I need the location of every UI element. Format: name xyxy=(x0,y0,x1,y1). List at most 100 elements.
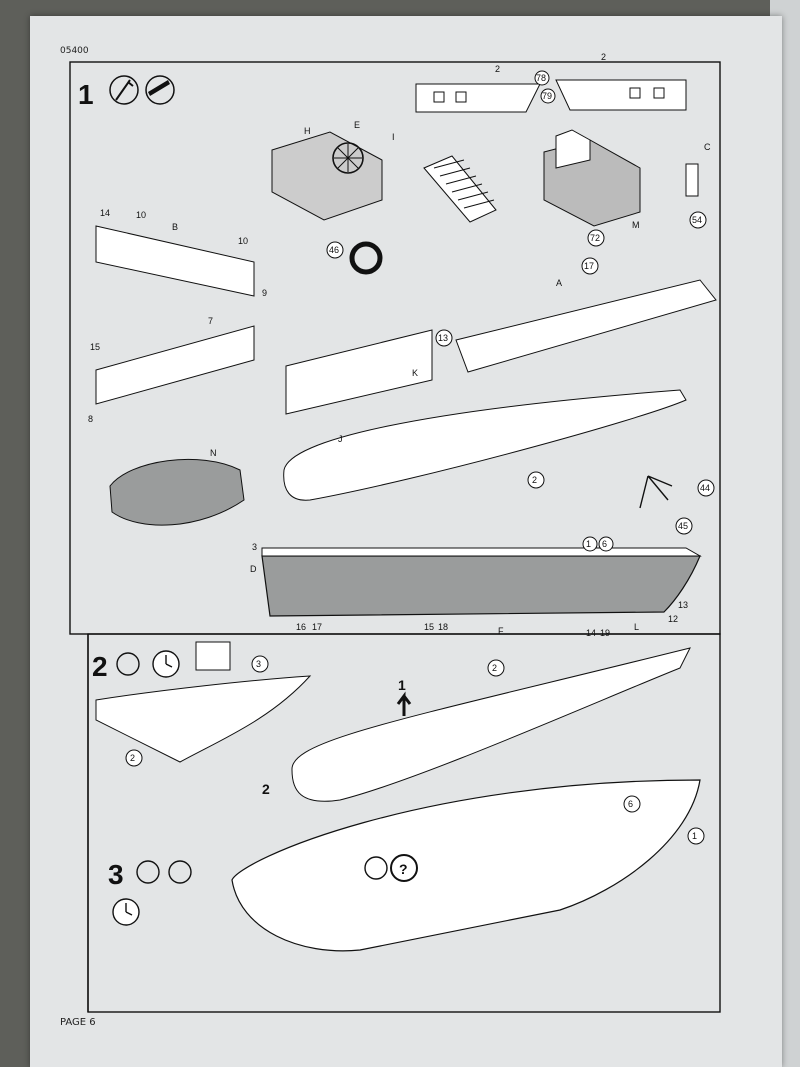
paint-code: N xyxy=(210,448,217,458)
window-cutout xyxy=(629,87,641,99)
part-label: 13 xyxy=(678,600,688,610)
part-label: 10 xyxy=(136,210,146,220)
forward-deck-part xyxy=(95,675,312,763)
part-number-bubble xyxy=(540,88,556,104)
part-label: 15 xyxy=(424,622,434,632)
bulwark-rail-lower xyxy=(95,325,255,405)
part-number: 78 xyxy=(536,73,546,83)
part-number-bubble xyxy=(125,749,143,767)
window-cutout xyxy=(433,91,445,103)
arrow-label: 1 xyxy=(398,677,406,693)
glue-tube-icon xyxy=(145,75,175,105)
paint-code: A xyxy=(556,278,562,288)
part-number: 45 xyxy=(678,521,688,531)
aft-deck-part xyxy=(455,279,717,373)
paint-code: E xyxy=(354,120,360,130)
paint-code: B xyxy=(172,222,178,232)
part-count: 2 xyxy=(601,52,606,62)
paint-code: J xyxy=(338,434,343,444)
clock-hands xyxy=(165,655,173,668)
part-number-bubble xyxy=(581,257,599,275)
part-label: 15 xyxy=(90,342,100,352)
part-number-bubble xyxy=(251,655,269,673)
assembly-arrow xyxy=(396,691,412,716)
paint-code: F xyxy=(498,626,504,636)
part-label: 2 xyxy=(262,781,270,797)
kit-code: 05400 xyxy=(60,46,89,56)
part-label: 14 xyxy=(100,208,110,218)
glue-icon xyxy=(136,860,160,884)
glue-icon xyxy=(364,856,388,880)
part-number-bubble xyxy=(623,795,641,813)
part-label: 19 xyxy=(600,628,610,638)
window-cutout xyxy=(455,91,467,103)
ships-wheel xyxy=(332,142,364,174)
deckhouse-block xyxy=(195,641,231,671)
step-number: 1 xyxy=(78,79,94,110)
hull-assembly xyxy=(261,555,701,617)
window-cutout xyxy=(653,87,665,99)
part-label: 12 xyxy=(668,614,678,624)
vent-hood xyxy=(555,129,591,169)
paint-code: M xyxy=(632,220,640,230)
part-label: 8 xyxy=(88,414,93,424)
part-number: 2 xyxy=(492,663,497,673)
paint-brush-glyph xyxy=(115,79,134,101)
part-number: 72 xyxy=(590,233,600,243)
part-number-bubble xyxy=(689,211,707,229)
paint-code-flags: H E I M B C A J K F D L N xyxy=(172,120,711,636)
part-number-bubble xyxy=(598,536,614,552)
tape-icon xyxy=(168,860,192,884)
part-number-bubble xyxy=(687,827,705,845)
paint-brush-icon xyxy=(109,75,139,105)
part-number: 6 xyxy=(628,799,633,809)
bulwark-rail-upper xyxy=(95,225,255,297)
wheelhouse-part xyxy=(271,131,383,221)
part-number: 54 xyxy=(692,215,702,225)
part-number: 1 xyxy=(586,539,591,549)
part-number-bubble xyxy=(435,329,453,347)
part-number-bubble xyxy=(534,70,550,86)
part-label: 16 xyxy=(296,622,306,632)
paint-code: D xyxy=(250,564,257,574)
bell-stand xyxy=(639,475,673,509)
glue-glyph xyxy=(148,80,170,96)
part-label: 7 xyxy=(208,316,213,326)
part-number: 2 xyxy=(532,475,537,485)
lifebuoy-part xyxy=(349,241,383,275)
help-symbol: ? xyxy=(399,861,408,877)
part-label: 3 xyxy=(252,542,257,552)
nameplate-right xyxy=(555,79,687,111)
bulkhead-part xyxy=(285,329,433,415)
nameplate-left xyxy=(415,83,541,113)
part-label: 18 xyxy=(438,622,448,632)
part-number: 13 xyxy=(438,333,448,343)
part-number-bubble xyxy=(326,241,344,259)
part-number: 79 xyxy=(542,91,552,101)
part-number: 1 xyxy=(692,831,697,841)
main-deck-part xyxy=(283,389,687,501)
part-number: 2 xyxy=(130,753,135,763)
ladder-rungs xyxy=(433,159,495,209)
part-number-bubble xyxy=(527,471,545,489)
paint-code: K xyxy=(412,368,418,378)
wheel-spokes xyxy=(334,144,362,172)
part-number: 6 xyxy=(602,539,607,549)
paint-code: L xyxy=(634,622,639,632)
part-number: 17 xyxy=(584,261,594,271)
part-number-bubble xyxy=(697,479,715,497)
hull-rail xyxy=(261,547,702,557)
paint-code: I xyxy=(392,132,395,142)
part-number: 3 xyxy=(256,659,261,669)
part-label: 14 xyxy=(586,628,596,638)
paint-code: C xyxy=(704,142,711,152)
part-number-bubble xyxy=(582,536,598,552)
part-label: 10 xyxy=(238,236,248,246)
help-icon xyxy=(390,854,418,882)
part-number: 44 xyxy=(700,483,710,493)
post-part xyxy=(685,163,699,197)
glue-icon xyxy=(116,652,140,676)
step-number: 2 xyxy=(92,651,108,682)
step-number: 3 xyxy=(108,859,124,890)
